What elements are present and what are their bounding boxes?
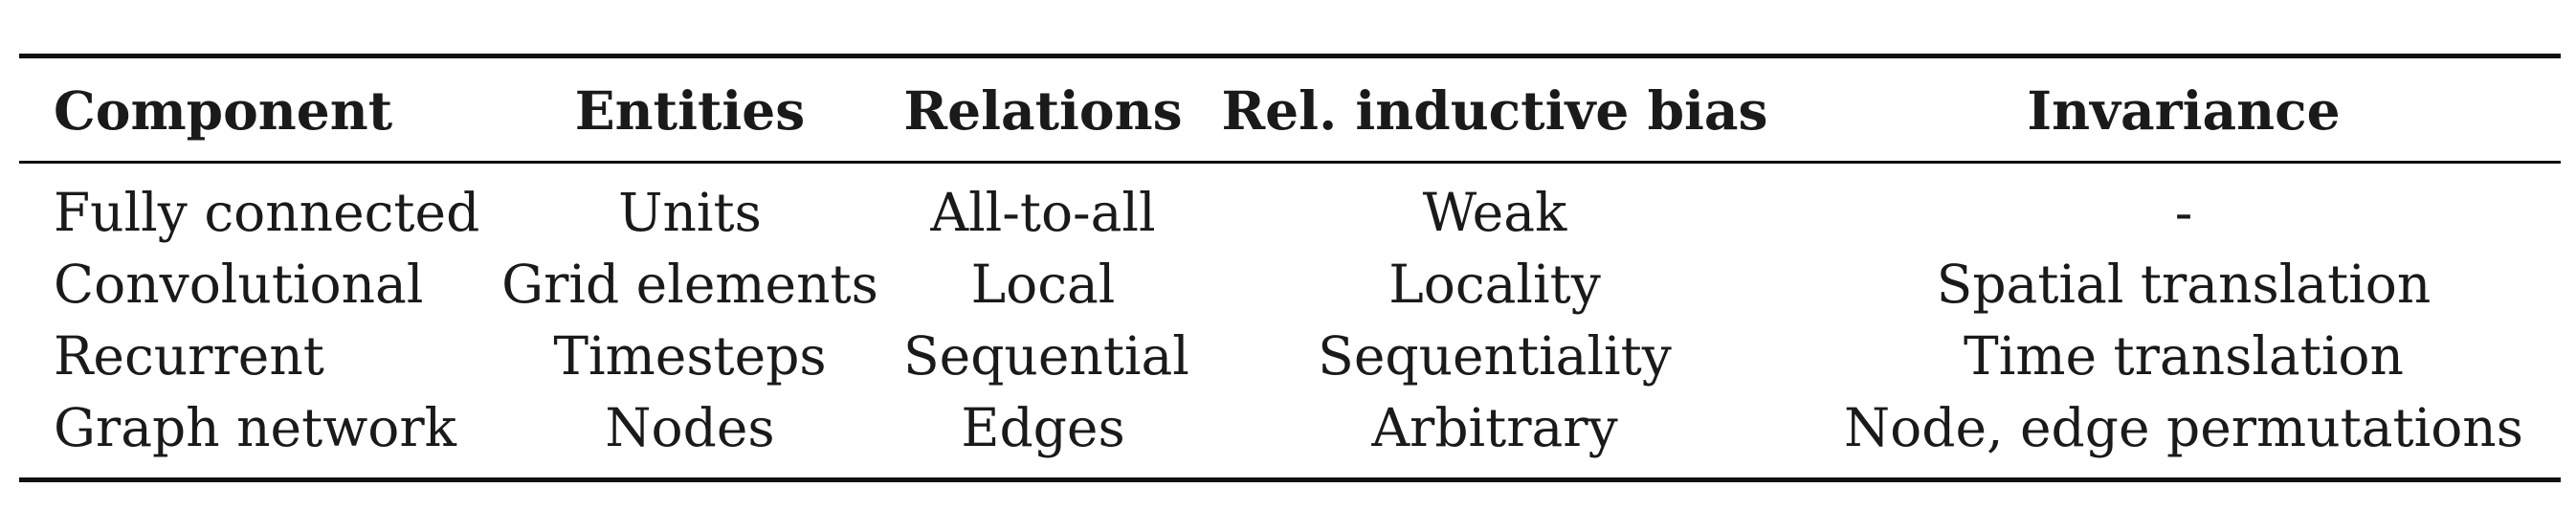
cell-component: Recurrent — [54, 325, 324, 387]
table-row: Recurrent Timesteps Sequential Sequentia… — [19, 321, 2561, 392]
cell-entities: Units — [618, 182, 762, 243]
header-rule — [19, 161, 2561, 164]
cell-invariance: Time translation — [1964, 325, 2404, 387]
cell-relations: Edges — [961, 397, 1125, 458]
cell-invariance: Node, edge permutations — [1844, 397, 2523, 458]
table-body: Fully connected Units All-to-all Weak - … — [19, 164, 2561, 477]
cell-component: Graph network — [54, 397, 457, 458]
cell-component: Fully connected — [54, 182, 480, 243]
bottom-rule — [19, 477, 2561, 482]
table-row: Graph network Nodes Edges Arbitrary Node… — [19, 392, 2561, 477]
table: Component Entities Relations Rel. induct… — [19, 58, 2561, 161]
cell-entities: Nodes — [605, 397, 775, 458]
cell-invariance: Spatial translation — [1936, 254, 2432, 315]
cell-entities: Grid elements — [501, 254, 878, 315]
cell-component: Convolutional — [54, 254, 424, 315]
header-row: Component Entities Relations Rel. induct… — [19, 58, 2561, 161]
cell-rel-inductive-bias: Weak — [1422, 182, 1567, 243]
cell-rel-inductive-bias: Arbitrary — [1371, 397, 1618, 458]
header-relations: Relations — [903, 79, 1183, 142]
table-row: Fully connected Units All-to-all Weak - — [19, 164, 2561, 249]
cell-relations: All-to-all — [930, 182, 1156, 243]
cell-entities: Timesteps — [553, 325, 827, 387]
cell-rel-inductive-bias: Locality — [1388, 254, 1601, 315]
header-rel-inductive-bias: Rel. inductive bias — [1221, 79, 1768, 142]
header-component: Component — [54, 79, 393, 142]
header-invariance: Invariance — [2027, 79, 2341, 142]
header-entities: Entities — [574, 79, 806, 142]
cell-rel-inductive-bias: Sequentiality — [1318, 325, 1672, 387]
cell-invariance: - — [2174, 182, 2193, 243]
cell-relations: Local — [970, 254, 1116, 315]
cell-relations: Sequential — [903, 325, 1189, 387]
comparison-table: Component Entities Relations Rel. induct… — [19, 54, 2561, 482]
top-rule — [19, 54, 2561, 58]
table-row: Convolutional Grid elements Local Locali… — [19, 249, 2561, 321]
